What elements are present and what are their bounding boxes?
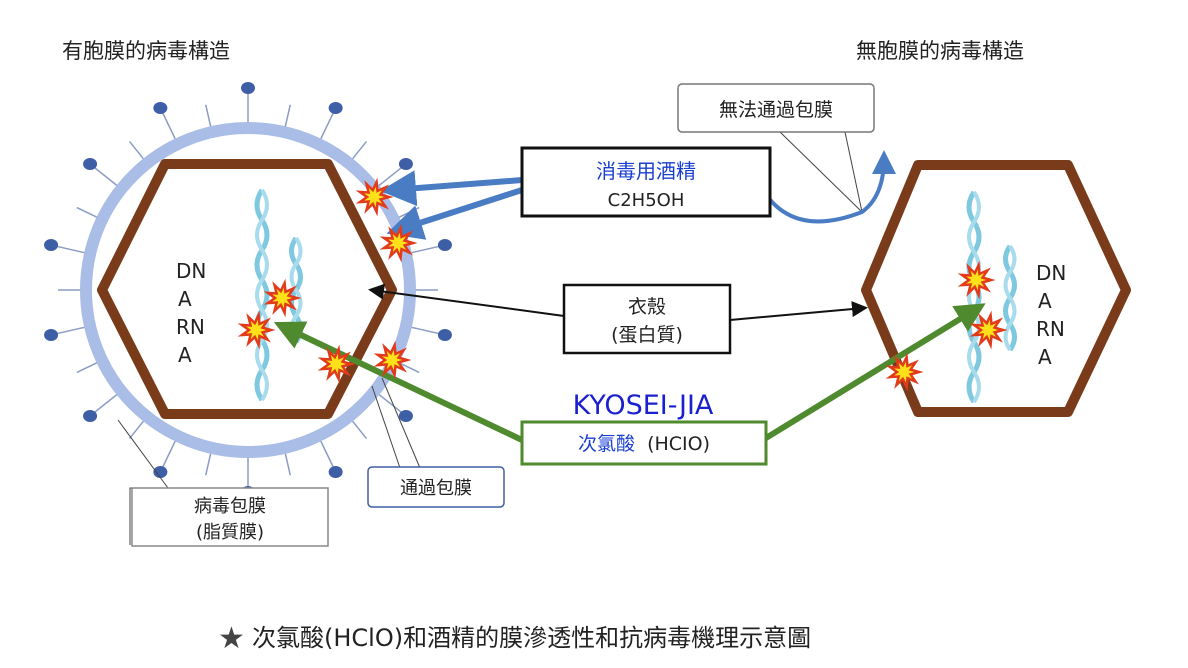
pass-membrane-label: 通過包膜 (367, 466, 505, 508)
spike-knob (241, 82, 255, 94)
burst-icon (317, 344, 356, 384)
caption-text: 次氯酸(HClO)和酒精的膜滲透性和抗病毒機理示意圖 (252, 624, 811, 652)
svg-text:次氯酸 (HCIO): 次氯酸 (HCIO) (578, 433, 710, 455)
svg-text:病毒包膜: 病毒包膜 (194, 496, 266, 517)
spike-knob (153, 102, 168, 115)
burst-icon (355, 177, 394, 217)
spike-stem (397, 361, 420, 374)
spike-knob (437, 328, 452, 341)
spike-knob (153, 465, 168, 478)
virus-envelope (80, 122, 416, 458)
svg-text:衣殼: 衣殼 (628, 296, 666, 318)
spike-stem (76, 361, 99, 374)
spike-stem (204, 451, 212, 476)
svg-text:DN: DN (1036, 261, 1066, 285)
alcohol-arrows (380, 150, 896, 240)
spike-stem (76, 206, 99, 219)
left-capsid-hexagon (97, 159, 397, 419)
svg-text:(蛋白質): (蛋白質) (611, 324, 683, 346)
spike-stem (284, 104, 292, 129)
right-title: 無胞膜的病毒構造 (856, 39, 1024, 63)
burst-icon (373, 340, 412, 380)
svg-text:A: A (178, 343, 192, 367)
capsid-label: 衣殼 (蛋白質) (562, 283, 732, 355)
svg-text:(脂質膜): (脂質膜) (196, 522, 264, 543)
burst-icon (885, 352, 924, 392)
spike-stem (397, 206, 420, 219)
svg-text:DN: DN (176, 259, 206, 283)
capsid-arrows (368, 283, 868, 321)
svg-text:消毒用酒精: 消毒用酒精 (596, 159, 696, 183)
spike-knob (83, 158, 98, 171)
spike-knob (398, 158, 413, 171)
spike-stem (128, 419, 146, 440)
spike-stem (204, 104, 212, 129)
left-dna-rna-label: DN A RN A (176, 259, 206, 367)
svg-text:通過包膜: 通過包膜 (400, 478, 472, 499)
svg-text:A: A (178, 287, 192, 311)
spike-stem (284, 451, 292, 476)
spike-stem (128, 140, 146, 161)
burst-icon (379, 223, 418, 263)
alcohol-bounce-arrow (758, 150, 896, 224)
spike-stem (350, 419, 368, 440)
hclo-chinese-name: 次氯酸 (578, 433, 635, 455)
enveloped-virus: DN A RN A (44, 82, 452, 498)
spike-stem (350, 140, 368, 161)
right-dna-rna-label: DN A RN A (1036, 261, 1066, 369)
svg-text:RN: RN (176, 315, 205, 339)
svg-text:A: A (1038, 289, 1052, 313)
burst-icon (957, 260, 996, 300)
right-dna-helix (966, 190, 1017, 404)
spike-knob (328, 465, 343, 478)
envelope-spikes (44, 82, 452, 498)
star-icon: ★ (218, 621, 245, 656)
alcohol-label: 消毒用酒精 C2H5OH (520, 146, 772, 218)
hclo-label: 次氯酸 (HCIO) (520, 420, 768, 466)
spike-knob (44, 328, 59, 341)
hclo-arrows (273, 303, 986, 443)
svg-text:A: A (1038, 345, 1052, 369)
no-pass-membrane-label: 無法通過包膜 (677, 83, 875, 133)
hclo-formula: (HCIO) (647, 433, 710, 455)
burst-icon (237, 310, 276, 350)
svg-text:無法通過包膜: 無法通過包膜 (719, 99, 833, 121)
burst-icon (969, 310, 1008, 350)
left-title: 有胞膜的病毒構造 (62, 39, 230, 63)
spike-knob (44, 239, 59, 252)
spike-knob (437, 239, 452, 252)
leader-lines (117, 131, 863, 545)
spike-knob (328, 102, 343, 115)
damage-bursts (237, 177, 1008, 392)
spike-knob (83, 409, 98, 422)
burst-icon (263, 278, 302, 318)
spike-knob (398, 409, 413, 422)
right-capsid-hexagon (861, 160, 1131, 417)
svg-text:C2H5OH: C2H5OH (608, 190, 685, 211)
kyosei-jia-brand: KYOSEI-JIA (573, 390, 714, 421)
svg-text:RN: RN (1036, 317, 1065, 341)
caption: ★ 次氯酸(HClO)和酒精的膜滲透性和抗病毒機理示意圖 (218, 621, 811, 656)
envelope-label: 病毒包膜 (脂質膜) (131, 487, 329, 547)
